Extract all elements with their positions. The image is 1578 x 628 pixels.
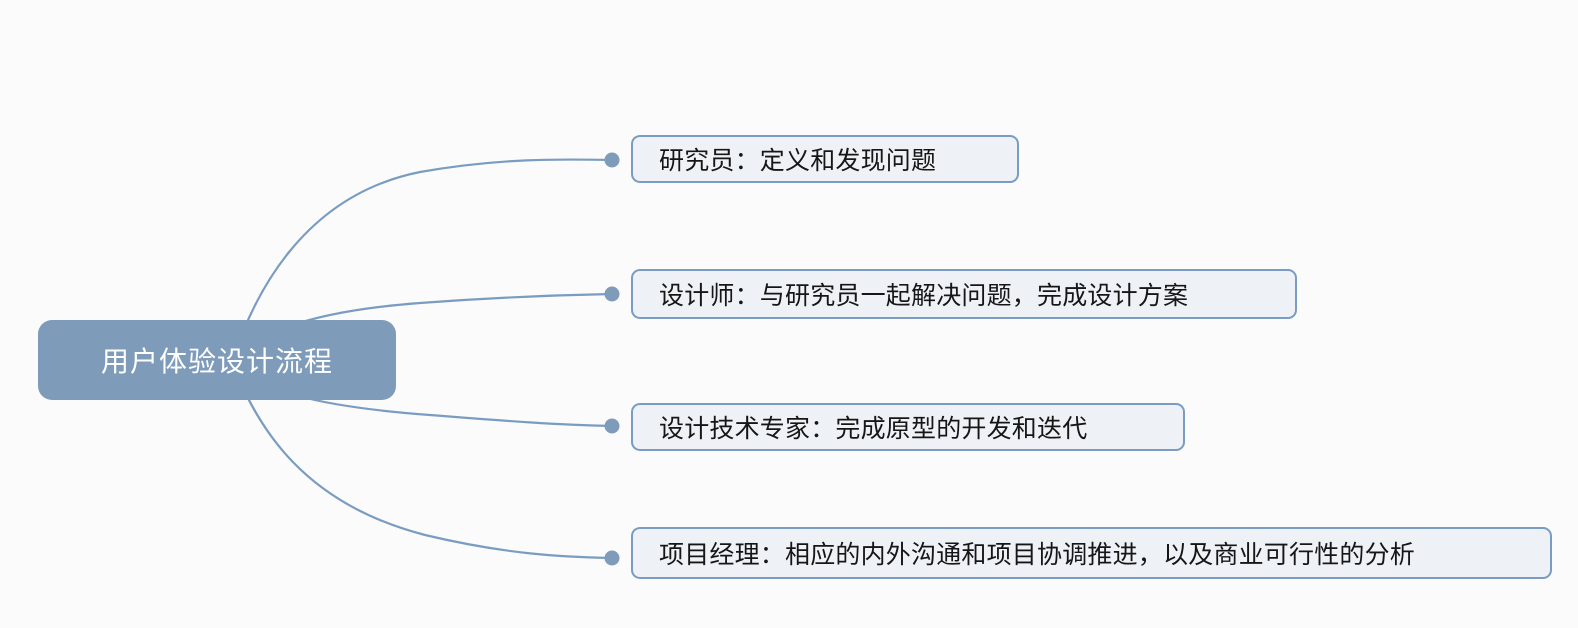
child-node-label: 研究员：定义和发现问题 — [659, 147, 937, 175]
child-node-researcher[interactable]: 研究员：定义和发现问题 — [631, 135, 1019, 183]
edge-to-child-1 — [230, 158, 614, 364]
root-node[interactable]: 用户体验设计流程 — [38, 320, 396, 400]
child-node-designer[interactable]: 设计师：与研究员一起解决问题，完成设计方案 — [631, 269, 1297, 319]
child-node-label: 设计技术专家：完成原型的开发和迭代 — [659, 415, 1088, 443]
child-node-label: 项目经理：相应的内外沟通和项目协调推进，以及商业可行性的分析 — [659, 541, 1416, 569]
edge-endpoint-dot-1 — [604, 152, 620, 168]
edge-to-child-4 — [230, 360, 614, 560]
child-node-project-manager[interactable]: 项目经理：相应的内外沟通和项目协调推进，以及商业可行性的分析 — [631, 527, 1552, 579]
child-node-label: 设计师：与研究员一起解决问题，完成设计方案 — [659, 282, 1189, 310]
edge-endpoint-dot-4 — [604, 550, 620, 566]
edge-endpoint-dot-3 — [604, 418, 620, 434]
edge-endpoint-dot-2 — [604, 286, 620, 302]
child-node-design-technologist[interactable]: 设计技术专家：完成原型的开发和迭代 — [631, 403, 1185, 451]
root-node-label: 用户体验设计流程 — [100, 346, 333, 377]
